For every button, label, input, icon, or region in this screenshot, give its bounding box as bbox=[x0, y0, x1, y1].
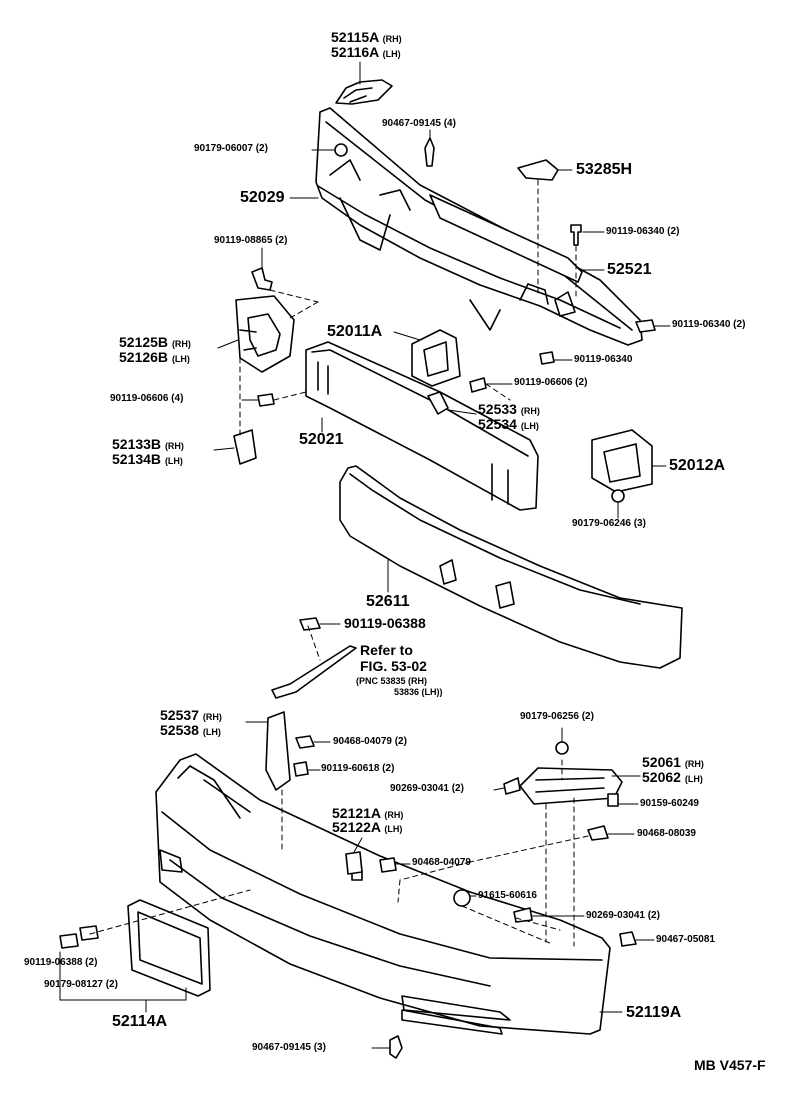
label-90467-09145-4: 90467-09145 (4) bbox=[382, 118, 456, 129]
label-90119-06606-4: 90119-06606 (4) bbox=[110, 393, 184, 404]
clip-90468-04079-shape bbox=[379, 857, 397, 873]
label-90179-06246: 90179-06246 (3) bbox=[572, 518, 646, 529]
nut-90179-06007-shape bbox=[334, 143, 348, 157]
clip-90468-04079-2-shape bbox=[295, 735, 315, 749]
license-bracket-52114A-shape bbox=[127, 899, 211, 997]
alignment-dashed-lines bbox=[89, 179, 589, 947]
bolt-90119-06606-2-shape bbox=[469, 377, 487, 393]
bracket-52133B-shape bbox=[233, 429, 257, 465]
label-52121A: 52121A (RH) bbox=[332, 805, 404, 821]
label-91615-60616: 91615-60616 bbox=[478, 890, 537, 901]
bolt-90119-06340-b-shape bbox=[635, 319, 656, 333]
absorber-52611-shape bbox=[339, 465, 683, 669]
clip-90269-03041-a-shape bbox=[503, 777, 521, 795]
label-52521: 52521 bbox=[607, 261, 652, 278]
nut-90179-08127-shape bbox=[79, 925, 99, 941]
label-52538: 52538 (LH) bbox=[160, 722, 221, 738]
label-52134B: 52134B (LH) bbox=[112, 451, 183, 467]
refer-to-note-line3: (PNC 53835 (RH) bbox=[356, 676, 428, 686]
label-90119-08865: 90119-08865 (2) bbox=[214, 235, 288, 246]
label-90119-06340-2b: 90119-06340 (2) bbox=[672, 319, 746, 330]
label-90179-08127: 90179-08127 (2) bbox=[44, 979, 118, 990]
grommet-91615-60616-shape bbox=[453, 889, 471, 907]
clip-53285H-shape bbox=[517, 159, 559, 181]
label-52119A: 52119A bbox=[626, 1004, 682, 1021]
label-52011A: 52011A bbox=[327, 323, 383, 340]
label-90468-08039: 90468-08039 bbox=[637, 828, 696, 839]
label-90159-60249: 90159-60249 bbox=[640, 798, 699, 809]
bolt-90159-60249-shape bbox=[607, 793, 619, 807]
side-bracket-52125B-shape bbox=[235, 295, 295, 373]
bracket-52012A-shape bbox=[591, 429, 653, 493]
bolt-90119-06340-a-shape bbox=[570, 224, 582, 246]
bracket-52011A-shape bbox=[411, 329, 461, 387]
label-90119-06388-2: 90119-06388 (2) bbox=[24, 957, 98, 968]
label-90119-60618: 90119-60618 (2) bbox=[321, 763, 395, 774]
label-52537: 52537 (RH) bbox=[160, 707, 222, 723]
label-52021: 52021 bbox=[299, 431, 344, 448]
bolt-90119-60618-shape bbox=[293, 761, 309, 777]
label-52115A: 52115A (RH) bbox=[331, 29, 402, 45]
side-bracket-52061-shape bbox=[519, 767, 623, 805]
bracket-52115A-shape bbox=[335, 79, 393, 105]
clip-90467-05081-shape bbox=[619, 931, 637, 947]
clip-90468-08039-shape bbox=[587, 825, 609, 841]
label-90468-04079: 90468-04079 bbox=[412, 857, 471, 868]
label-52611: 52611 bbox=[366, 593, 410, 610]
label-90119-06340-2a: 90119-06340 (2) bbox=[606, 226, 680, 237]
reinforcement-52021-shape bbox=[305, 341, 539, 511]
bracket-52537-shape bbox=[265, 711, 291, 791]
label-90119-06388: 90119-06388 bbox=[344, 615, 426, 631]
refer-to-note-line2: FIG. 53-02 bbox=[360, 658, 427, 674]
nut-90179-06256-shape bbox=[555, 741, 569, 755]
label-90269-03041-2b: 90269-03041 (2) bbox=[586, 910, 660, 921]
label-90179-06256: 90179-06256 (2) bbox=[520, 711, 594, 722]
label-52533: 52533 (RH) bbox=[478, 401, 540, 417]
support-rod-shape bbox=[271, 645, 357, 699]
label-52125B: 52125B (RH) bbox=[119, 334, 191, 350]
label-52534: 52534 (LH) bbox=[478, 416, 539, 432]
bumper-cover-52119A-shape bbox=[155, 753, 611, 1035]
label-52061: 52061 (RH) bbox=[642, 754, 704, 770]
strip-52521-shape bbox=[429, 194, 583, 283]
leader-lines bbox=[59, 61, 671, 1049]
diagram-id: MB V457-F bbox=[694, 1057, 766, 1073]
bolt-90119-08865-shape bbox=[251, 267, 273, 291]
label-53285H: 53285H bbox=[576, 161, 633, 178]
label-52133B: 52133B (RH) bbox=[112, 436, 184, 452]
label-52122A: 52122A (LH) bbox=[332, 819, 403, 835]
label-52126B: 52126B (LH) bbox=[119, 349, 190, 365]
clip-52121A-shape bbox=[345, 851, 363, 875]
label-52116A: 52116A (LH) bbox=[331, 44, 401, 60]
bolt-90119-06388-2-shape bbox=[59, 933, 79, 949]
label-90179-06007: 90179-06007 (2) bbox=[194, 143, 268, 154]
label-52012A: 52012A bbox=[669, 457, 726, 474]
label-52029: 52029 bbox=[240, 189, 285, 206]
refer-to-note-line1: Refer to bbox=[360, 642, 413, 658]
label-90467-09145-3: 90467-09145 (3) bbox=[252, 1042, 326, 1053]
bolt-90467-09145-shape bbox=[424, 137, 435, 167]
label-90468-04079-2: 90468-04079 (2) bbox=[333, 736, 407, 747]
label-52114A: 52114A bbox=[112, 1013, 168, 1030]
label-90269-03041-2a: 90269-03041 (2) bbox=[390, 783, 464, 794]
bolt-90467-09145-3-shape bbox=[389, 1035, 403, 1059]
label-52062: 52062 (LH) bbox=[642, 769, 703, 785]
clip-52533-shape bbox=[427, 391, 449, 415]
bolt-90119-06606-4-shape bbox=[257, 393, 275, 407]
label-90119-06606-2: 90119-06606 (2) bbox=[514, 377, 588, 388]
label-90119-06340: 90119-06340 bbox=[574, 354, 633, 365]
nut-90179-06246-shape bbox=[611, 489, 625, 503]
label-90467-05081: 90467-05081 bbox=[656, 934, 715, 945]
refer-to-note-line4: 53836 (LH)) bbox=[394, 687, 443, 697]
bolt-90119-06388-shape bbox=[299, 617, 321, 631]
bolt-90119-06340-c-shape bbox=[539, 351, 555, 365]
